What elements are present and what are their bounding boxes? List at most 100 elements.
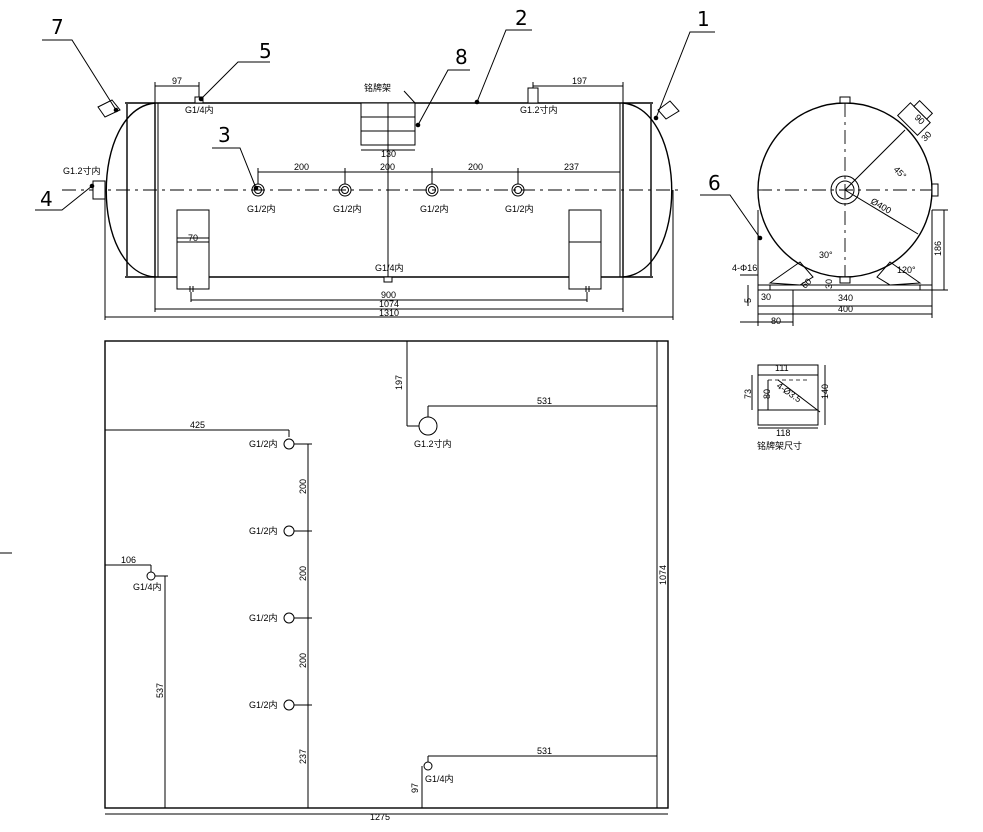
plan-nozzle-g14-left [146, 571, 156, 581]
label-7: 7 [51, 15, 64, 39]
svg-text:900: 900 [381, 290, 396, 300]
svg-text:G1/2内: G1/2内 [247, 203, 276, 214]
svg-text:5: 5 [743, 298, 753, 303]
plan-nozzle-3 [283, 612, 295, 624]
manway [830, 175, 860, 205]
svg-text:200: 200 [298, 566, 308, 581]
leader-6 [700, 194, 761, 239]
svg-text:1310: 1310 [379, 308, 399, 318]
lug-left [97, 99, 121, 118]
svg-text:531: 531 [537, 746, 552, 756]
svg-text:70: 70 [188, 233, 198, 243]
leader-5 [200, 61, 270, 100]
svg-text:30°: 30° [819, 250, 833, 260]
label-6: 6 [708, 171, 721, 195]
svg-text:G1/2内: G1/2内 [505, 203, 534, 214]
rib-right [876, 261, 922, 286]
saddle-right [568, 209, 602, 290]
label-5: 5 [259, 39, 272, 63]
svg-text:400: 400 [838, 304, 853, 314]
svg-text:G1/2内: G1/2内 [249, 612, 278, 623]
svg-text:4-Ø3.5: 4-Ø3.5 [775, 380, 803, 404]
svg-text:G1.2寸内: G1.2寸内 [63, 165, 101, 176]
saddle-left [176, 209, 210, 290]
svg-text:200: 200 [380, 162, 395, 172]
plan-nozzle-4 [283, 699, 295, 711]
plan-outline [104, 340, 669, 809]
lug-right [657, 100, 680, 120]
svg-text:G1/4内: G1/4内 [185, 104, 214, 115]
svg-text:237: 237 [298, 749, 308, 764]
svg-text:80: 80 [771, 316, 781, 326]
nozzle-g12-top [527, 87, 539, 104]
svg-text:30: 30 [824, 279, 834, 289]
plan-nozzle-g14-bottom [423, 761, 433, 771]
plate-caption: 铭牌架尺寸 [757, 440, 802, 451]
side-nozzle [896, 99, 934, 137]
svg-text:G1/2内: G1/2内 [420, 203, 449, 214]
nameplate-label: 铭牌架 [364, 82, 391, 93]
leader-2 [476, 29, 532, 103]
nozzle-bottom-drain [383, 276, 393, 283]
svg-text:425: 425 [190, 420, 205, 430]
svg-text:111: 111 [775, 363, 789, 373]
svg-text:200: 200 [298, 479, 308, 494]
leader-1 [655, 31, 715, 119]
svg-text:118: 118 [776, 428, 790, 438]
label-4: 4 [40, 187, 53, 211]
svg-text:200: 200 [294, 162, 309, 172]
svg-text:G1/2内: G1/2内 [249, 438, 278, 449]
rib-left [768, 261, 814, 286]
svg-text:30: 30 [761, 292, 771, 302]
svg-text:97: 97 [410, 783, 420, 793]
side-view: 6 90 30 45° Ø400 30° 120° 186 4-Φ16 5 30… [700, 96, 948, 326]
svg-text:45°: 45° [892, 164, 909, 181]
svg-text:537: 537 [155, 683, 165, 698]
svg-text:1074: 1074 [658, 565, 668, 585]
svg-text:G1/4内: G1/4内 [375, 262, 404, 273]
leader-4 [35, 185, 93, 211]
svg-text:G1/2内: G1/2内 [249, 525, 278, 536]
svg-text:200: 200 [468, 162, 483, 172]
svg-text:1074: 1074 [379, 299, 399, 309]
svg-text:G1.2寸内: G1.2寸内 [414, 438, 452, 449]
svg-text:130: 130 [381, 149, 396, 159]
svg-text:197: 197 [394, 375, 404, 390]
nozzle-left-end [92, 180, 106, 200]
svg-text:1275: 1275 [370, 812, 390, 822]
svg-text:Ø400: Ø400 [869, 196, 893, 216]
svg-text:140: 140 [820, 384, 830, 399]
svg-text:340: 340 [838, 293, 853, 303]
leader-8 [417, 69, 470, 126]
svg-text:186: 186 [933, 241, 943, 256]
svg-text:73: 73 [743, 389, 753, 399]
svg-text:G1/2内: G1/2内 [249, 699, 278, 710]
leader-7 [42, 39, 117, 111]
svg-text:4-Φ16: 4-Φ16 [732, 263, 757, 273]
svg-text:120°: 120° [897, 265, 916, 275]
right-head [622, 102, 673, 278]
svg-text:97: 97 [172, 76, 182, 86]
svg-text:197: 197 [572, 76, 587, 86]
left-head [105, 102, 156, 278]
svg-text:G1.2寸内: G1.2寸内 [520, 104, 558, 115]
plan-nozzle-1 [283, 438, 295, 450]
nameplate-detail: 111 73 80 4-Ø3.5 140 118 铭牌架尺寸 [743, 363, 830, 451]
svg-text:106: 106 [121, 555, 136, 565]
label-3: 3 [218, 123, 231, 147]
plan-nozzle-g12 [418, 416, 438, 436]
label-8: 8 [455, 45, 468, 69]
label-2: 2 [515, 6, 528, 30]
leader-3 [212, 147, 257, 189]
front-view: 7 5 2 1 8 3 4 97 197 G1/4内 G1.2寸内 G1.2寸内… [35, 6, 715, 320]
svg-text:G1/2内: G1/2内 [333, 203, 362, 214]
svg-text:G1/4内: G1/4内 [133, 581, 162, 592]
svg-text:80: 80 [762, 389, 772, 399]
svg-text:531: 531 [537, 396, 552, 406]
svg-text:200: 200 [298, 653, 308, 668]
svg-text:237: 237 [564, 162, 579, 172]
plan-view: 197 531 G1.2寸内 425 G1/2内 G1/2内 G1/2内 G1/… [104, 340, 669, 822]
label-1: 1 [697, 7, 710, 31]
svg-text:G1/4内: G1/4内 [425, 773, 454, 784]
